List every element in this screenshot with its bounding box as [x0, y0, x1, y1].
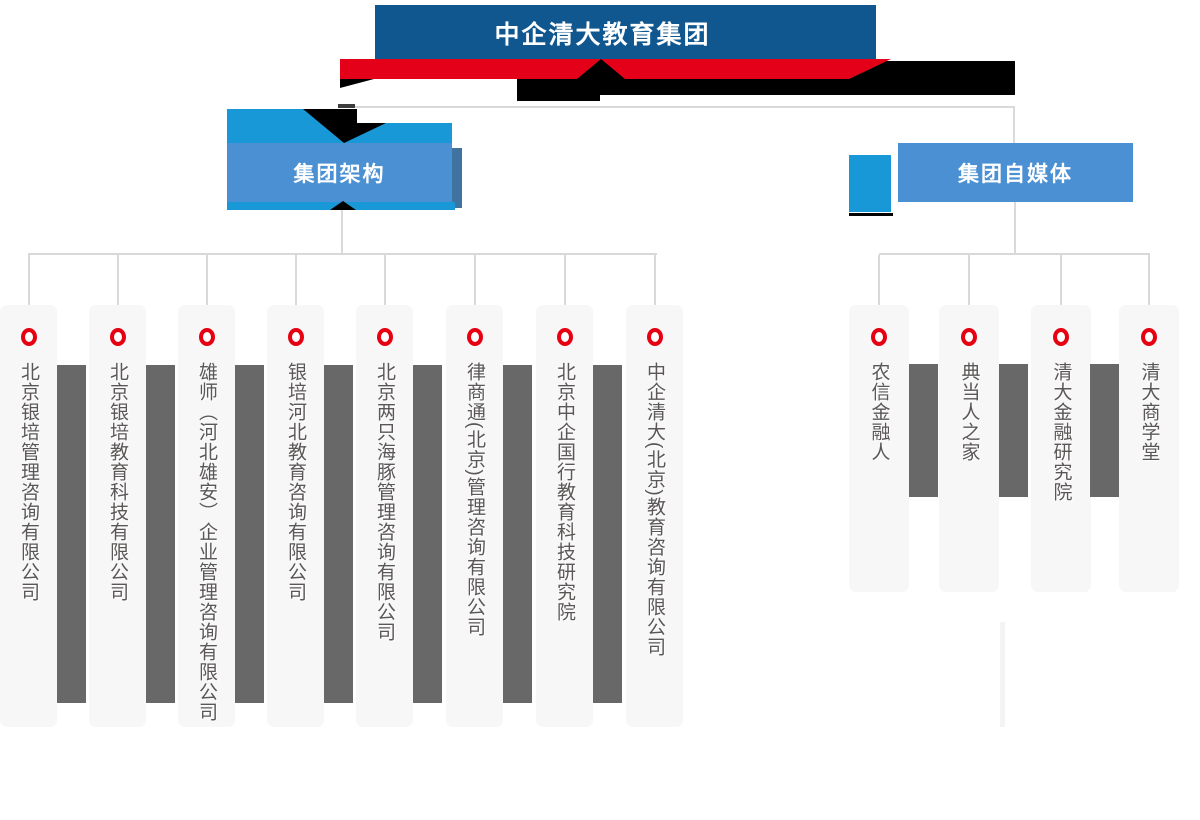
faint-strip	[1000, 622, 1005, 727]
org-card[interactable]: 典当人之家	[939, 305, 999, 592]
bullet-ring-icon	[871, 328, 887, 346]
org-card-name: 北京两只海豚管理咨询有限公司	[374, 362, 395, 642]
ribbon-fold-wedge-icon	[340, 79, 374, 88]
divider-bar	[593, 365, 622, 703]
connector-line	[28, 253, 657, 255]
org-card[interactable]: 北京中企国行教育科技研究院	[536, 305, 593, 727]
right-node-fold-square	[849, 155, 891, 212]
org-card[interactable]: 清大金融研究院	[1031, 305, 1091, 592]
bullet-ring-icon	[1141, 328, 1157, 346]
page-title: 中企清大教育集团	[494, 20, 711, 49]
banner-background	[375, 5, 876, 60]
divider-bar	[146, 365, 175, 703]
bullet-ring-icon	[466, 328, 483, 346]
org-card-name: 银培河北教育咨询有限公司	[285, 362, 306, 602]
org-card[interactable]: 北京两只海豚管理咨询有限公司	[356, 305, 413, 727]
branch-node-group-structure[interactable]: 集团架构	[227, 143, 452, 202]
bullet-ring-icon	[287, 328, 304, 346]
org-card-name: 典当人之家	[958, 362, 980, 462]
org-card-name: 北京银培管理咨询有限公司	[18, 362, 39, 602]
org-card-name: 清大商学堂	[1138, 362, 1160, 462]
left-node-body	[227, 143, 452, 202]
bullet-ring-icon	[109, 328, 126, 346]
bullet-ring-icon	[376, 328, 393, 346]
org-card[interactable]: 农信金融人	[849, 305, 909, 592]
connector-line	[879, 253, 1150, 255]
bullet-ring-icon	[556, 328, 573, 346]
org-card[interactable]: 中企清大(北京)教育咨询有限公司	[626, 305, 683, 727]
connector-line	[340, 106, 1015, 108]
org-card[interactable]: 雄师（河北雄安）企业管理咨询有限公司	[178, 305, 235, 727]
org-card[interactable]: 律商通(北京)管理咨询有限公司	[446, 305, 503, 727]
branch-label: 集团自媒体	[958, 162, 1073, 186]
connector-line	[968, 255, 970, 305]
bullet-ring-icon	[198, 328, 215, 346]
connector-line	[473, 255, 476, 305]
org-card-name: 农信金融人	[868, 362, 890, 462]
connector-line	[205, 255, 208, 305]
connector-line	[341, 210, 343, 255]
divider-bar	[503, 365, 532, 703]
up-arrow-icon	[330, 201, 356, 210]
org-card[interactable]: 清大商学堂	[1119, 305, 1179, 592]
bullet-ring-icon	[20, 328, 37, 346]
connector-line	[653, 255, 656, 305]
org-card-name: 北京银培教育科技有限公司	[107, 362, 128, 602]
divider-bar	[57, 365, 86, 703]
divider-bar	[999, 364, 1028, 497]
org-card[interactable]: 北京银培教育科技有限公司	[89, 305, 146, 727]
org-card-name: 清大金融研究院	[1050, 362, 1072, 502]
org-card-name: 中企清大(北京)教育咨询有限公司	[644, 362, 665, 657]
ribbon-notch-triangle-icon	[577, 59, 625, 79]
divider-bar	[235, 365, 264, 703]
connector-line	[27, 255, 30, 305]
divider-bar	[324, 365, 353, 703]
branch-node-group-media[interactable]: 集团自媒体	[898, 143, 1133, 202]
ribbon-black-tail	[517, 79, 600, 101]
org-card[interactable]: 银培河北教育咨询有限公司	[267, 305, 324, 727]
ribbon-red-band	[340, 59, 891, 79]
right-node-fold-underline	[849, 213, 893, 216]
divider-bar	[413, 365, 442, 703]
left-node-band-cut	[357, 109, 452, 123]
org-card-name: 律商通(北京)管理咨询有限公司	[464, 362, 485, 637]
connector-line	[383, 255, 386, 305]
bullet-ring-icon	[646, 328, 663, 346]
bullet-ring-icon	[961, 328, 977, 346]
connector-line	[563, 255, 566, 305]
bullet-ring-icon	[1053, 328, 1069, 346]
connector-line	[294, 255, 297, 305]
divider-bar	[1090, 364, 1119, 497]
connector-line-end	[338, 104, 355, 108]
connector-line	[1060, 255, 1062, 305]
divider-bar	[909, 364, 938, 497]
right-node-body	[898, 143, 1133, 202]
connector-line	[1013, 108, 1015, 143]
org-card-name: 北京中企国行教育科技研究院	[554, 362, 575, 622]
org-card[interactable]: 北京银培管理咨询有限公司	[0, 305, 57, 727]
connector-line	[878, 255, 880, 305]
connector-line	[116, 255, 119, 305]
connector-line	[1014, 202, 1016, 255]
org-card-name: 雄师（河北雄安）企业管理咨询有限公司	[196, 362, 217, 722]
down-arrow-icon	[303, 109, 386, 143]
branch-label: 集团架构	[293, 162, 386, 186]
connector-line	[1148, 255, 1150, 305]
